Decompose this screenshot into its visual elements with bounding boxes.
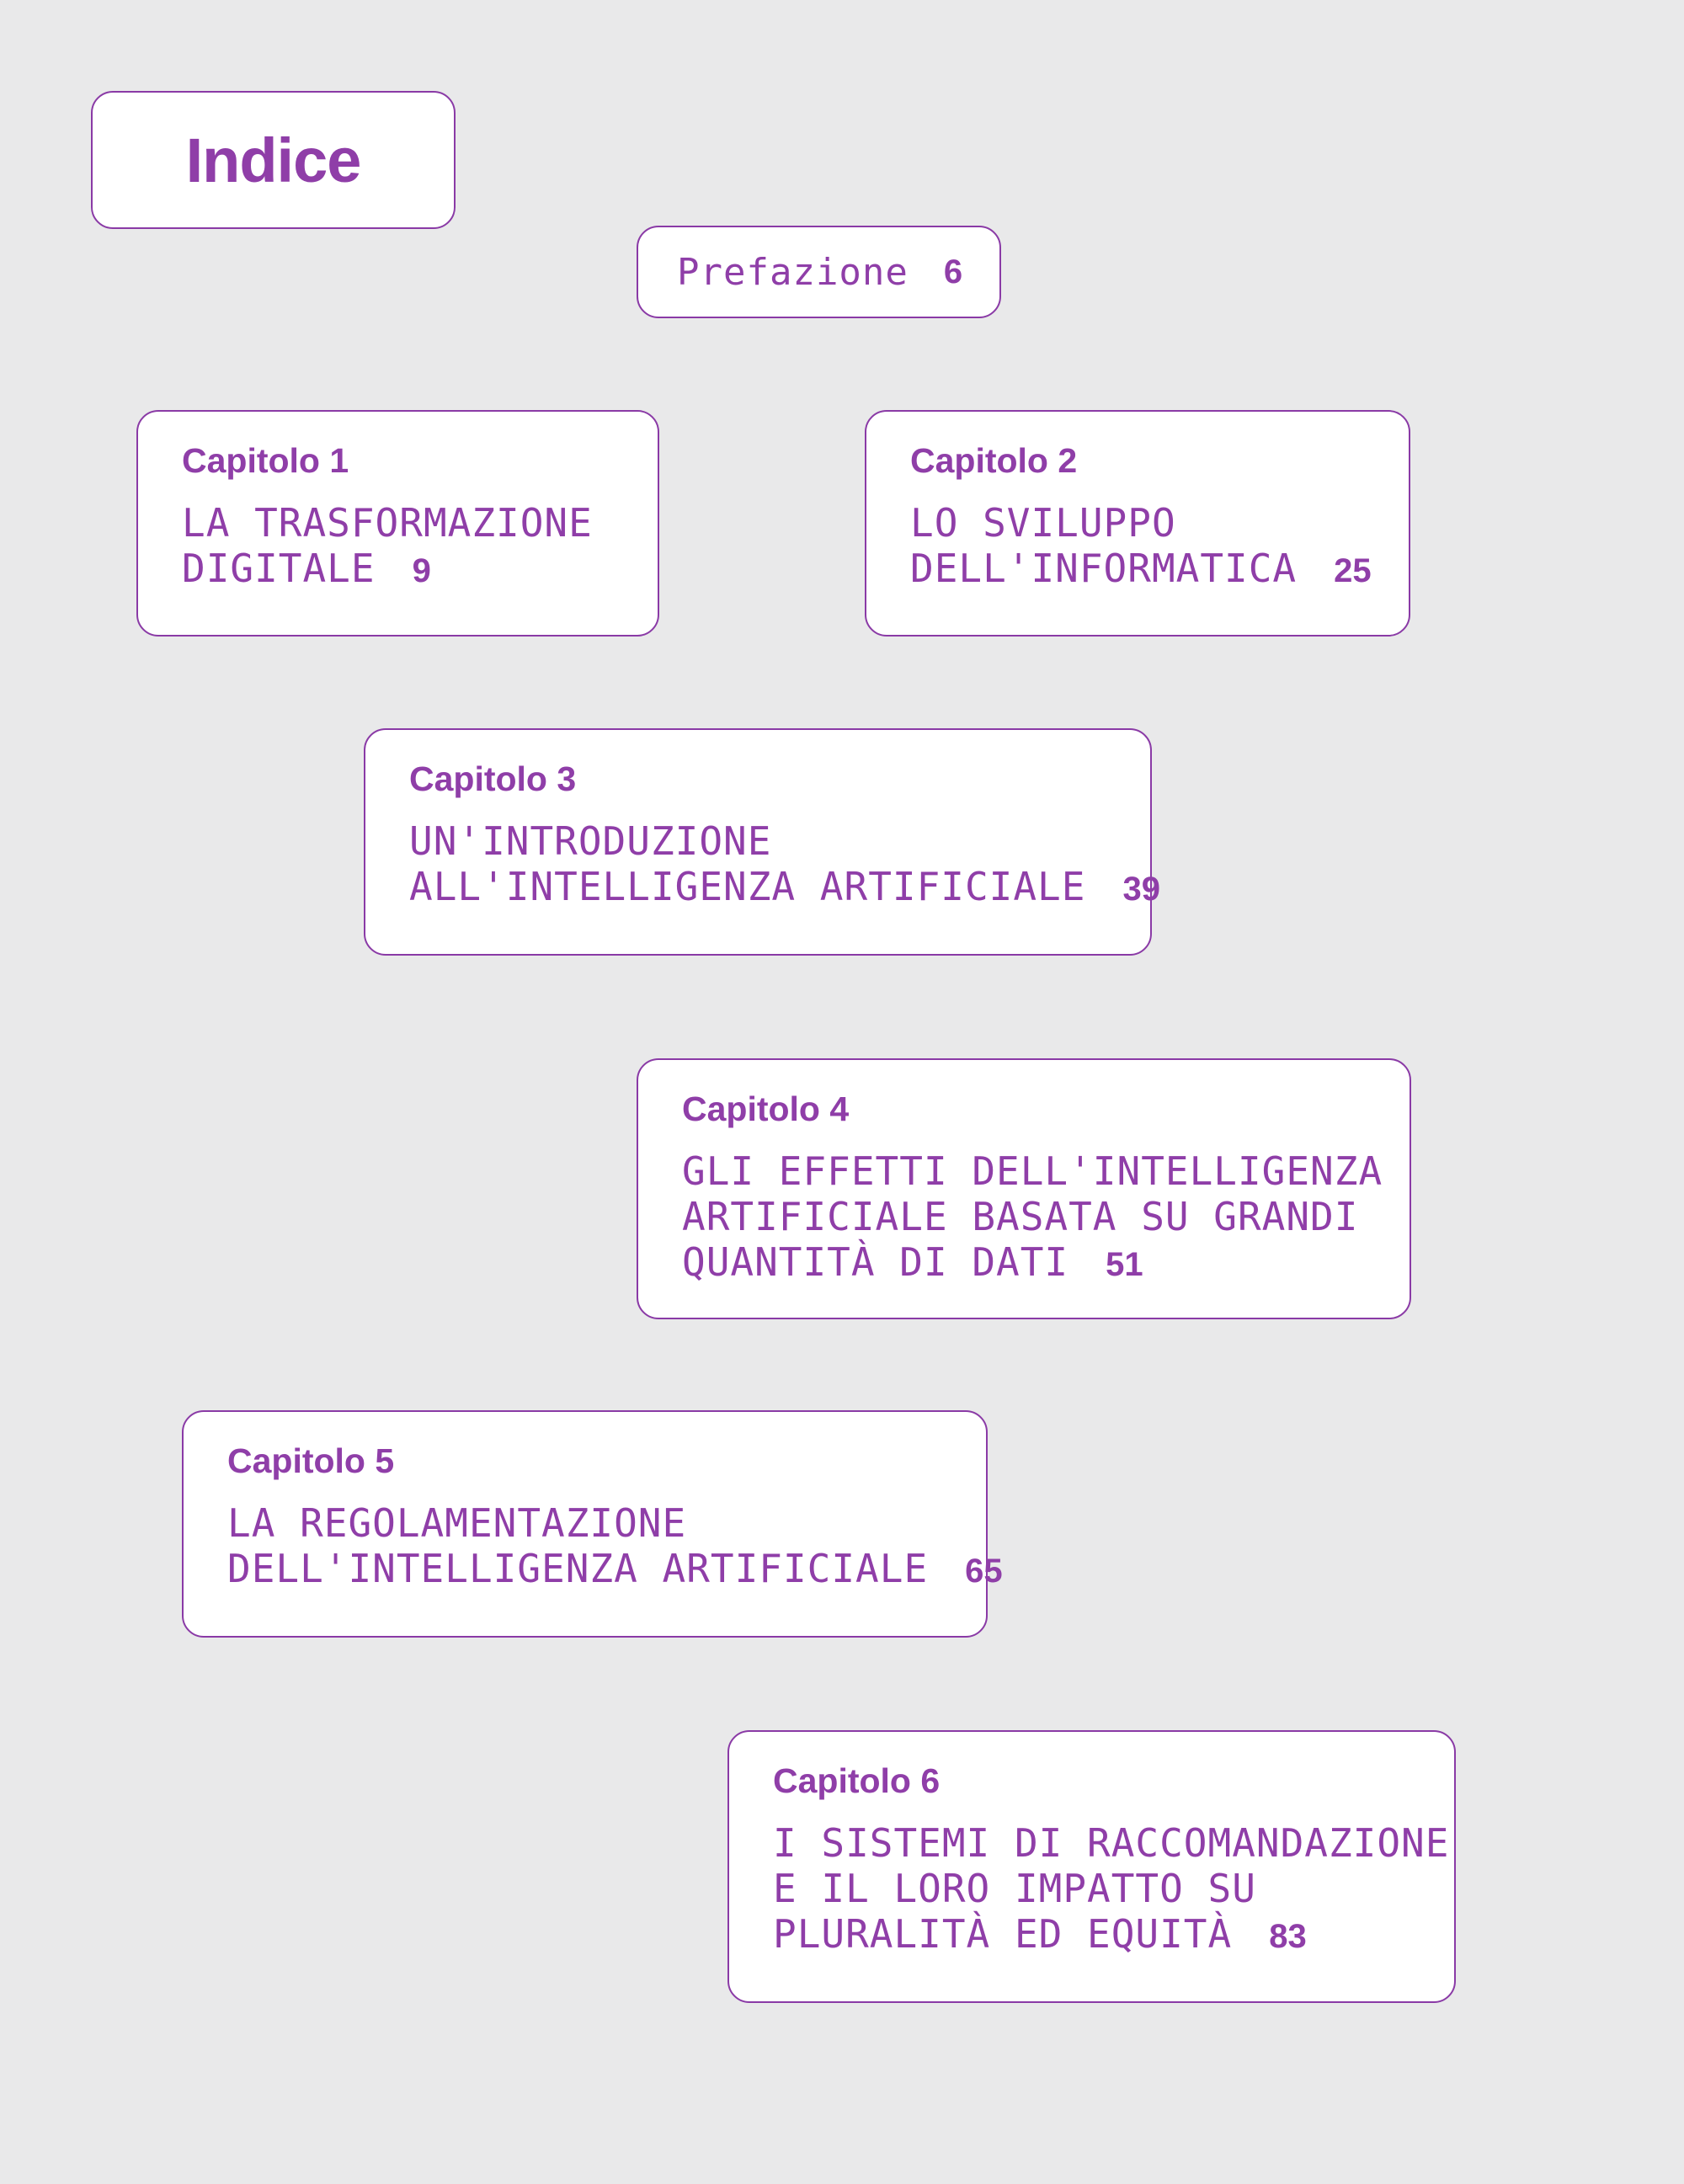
preface-label: Prefazione [677, 250, 909, 294]
chapter-title-line-text: ALL'INTELLIGENZA ARTIFICIALE [409, 864, 1086, 909]
chapter-2-entry[interactable]: Capitolo 2 LO SVILUPPO DELL'INFORMATICA 2… [865, 410, 1410, 637]
chapter-title-line: DELL'INTELLIGENZA ARTIFICIALE 65 [227, 1546, 1003, 1594]
chapter-label: Capitolo 3 [409, 759, 577, 798]
chapter-title-line: QUANTITÀ DI DATI 51 [682, 1239, 1410, 1287]
chapter-title: I SISTEMI DI RACCOMANDAZIONE E IL LORO I… [773, 1820, 1454, 1959]
chapter-label: Capitolo 5 [227, 1441, 395, 1480]
chapter-page-number: 25 [1334, 552, 1372, 589]
chapter-title-line: LO SVILUPPO [910, 500, 1176, 546]
chapter-label: Capitolo 2 [910, 441, 1078, 480]
chapter-6-entry[interactable]: Capitolo 6 I SISTEMI DI RACCOMANDAZIONE … [727, 1730, 1456, 2003]
chapter-5-entry[interactable]: Capitolo 5 LA REGOLAMENTAZIONE DELL'INTE… [182, 1410, 1003, 1638]
chapter-title-line: LA REGOLAMENTAZIONE [227, 1500, 687, 1546]
chapter-title-line: PLURALITÀ ED EQUITÀ 83 [773, 1911, 1454, 1959]
chapter-title-line: GLI EFFETTI DELL'INTELLIGENZA [682, 1148, 1383, 1194]
chapter-title: UN'INTRODUZIONE ALL'INTELLIGENZA ARTIFIC… [409, 818, 1160, 912]
chapter-title-line: E IL LORO IMPATTO SU [773, 1866, 1256, 1911]
chapter-title: LA TRASFORMAZIONE DIGITALE 9 [182, 500, 658, 594]
chapter-title-line-text: DELL'INFORMATICA [910, 546, 1298, 591]
chapter-title-line: DELL'INFORMATICA 25 [910, 546, 1409, 594]
page-title: Indice [185, 125, 362, 195]
preface-page-number: 6 [943, 253, 963, 290]
chapter-page-number: 51 [1106, 1246, 1143, 1283]
chapter-title-line-text: QUANTITÀ DI DATI [682, 1239, 1069, 1285]
chapter-page-number: 39 [1122, 871, 1160, 908]
chapter-title-line-text: DELL'INTELLIGENZA ARTIFICIALE [227, 1546, 929, 1591]
chapter-title-line: DIGITALE 9 [182, 546, 658, 594]
chapter-3-entry[interactable]: Capitolo 3 UN'INTRODUZIONE ALL'INTELLIGE… [364, 728, 1160, 956]
index-title-box: Indice [91, 91, 456, 229]
chapter-title: LO SVILUPPO DELL'INFORMATICA 25 [910, 500, 1409, 594]
chapter-title-line-text: PLURALITÀ ED EQUITÀ [773, 1911, 1233, 1957]
chapter-title-line: ALL'INTELLIGENZA ARTIFICIALE 39 [409, 864, 1160, 912]
chapter-title: GLI EFFETTI DELL'INTELLIGENZA ARTIFICIAL… [682, 1148, 1410, 1287]
preface-entry[interactable]: Prefazione 6 [637, 226, 1001, 318]
chapter-page-number: 83 [1269, 1918, 1307, 1955]
chapter-title-line: UN'INTRODUZIONE [409, 818, 772, 864]
chapter-label: Capitolo 6 [773, 1761, 941, 1800]
chapter-title-line: ARTIFICIALE BASATA SU GRANDI [682, 1194, 1359, 1239]
chapter-label: Capitolo 4 [682, 1089, 850, 1128]
chapter-4-entry[interactable]: Capitolo 4 GLI EFFETTI DELL'INTELLIGENZA… [637, 1058, 1411, 1319]
chapter-page-number: 9 [412, 552, 431, 589]
chapter-label: Capitolo 1 [182, 441, 349, 480]
chapter-1-entry[interactable]: Capitolo 1 LA TRASFORMAZIONE DIGITALE 9 [136, 410, 659, 637]
chapter-title-line: LA TRASFORMAZIONE [182, 500, 593, 546]
chapter-title-line-text: DIGITALE [182, 546, 376, 591]
chapter-title: LA REGOLAMENTAZIONE DELL'INTELLIGENZA AR… [227, 1500, 1003, 1594]
chapter-title-line: I SISTEMI DI RACCOMANDAZIONE [773, 1820, 1450, 1866]
chapter-page-number: 65 [965, 1553, 1003, 1590]
